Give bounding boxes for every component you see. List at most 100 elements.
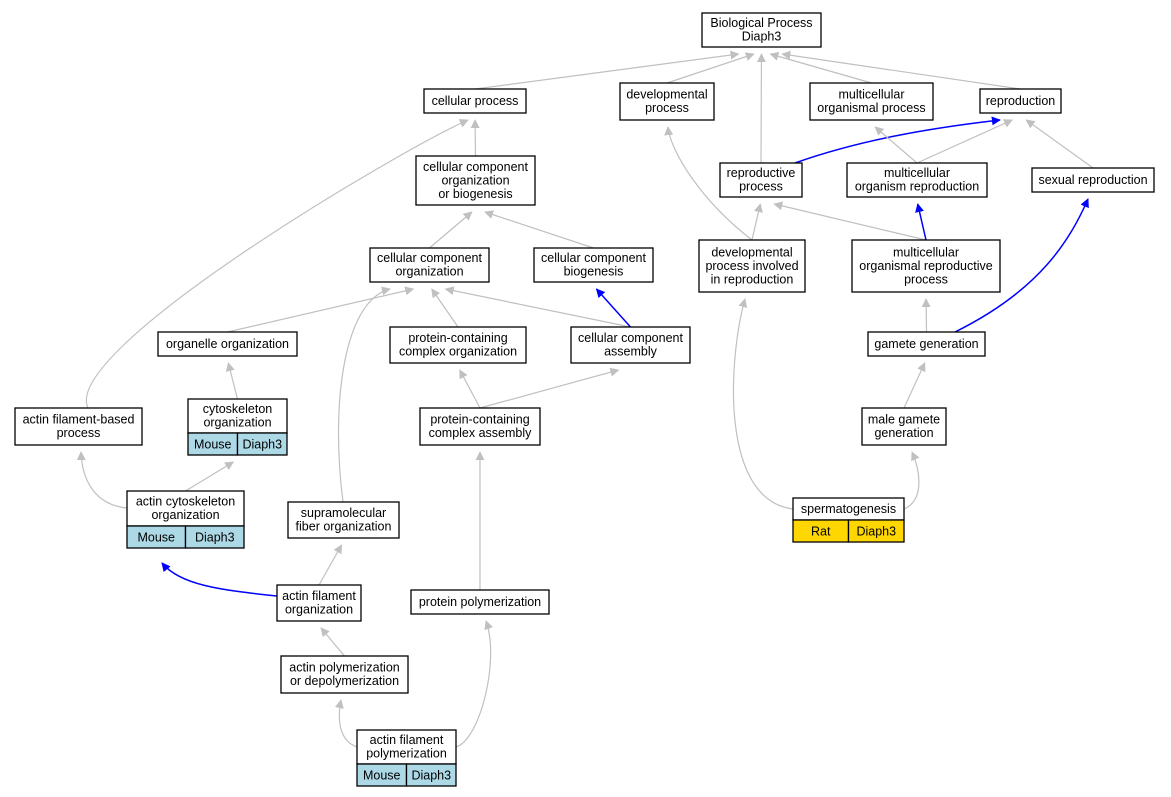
node-label-line: cellular component xyxy=(541,251,646,265)
node-label-line: protein-containing xyxy=(430,413,529,427)
badge-label: Diaph3 xyxy=(195,531,235,545)
node-label-line: male gamete xyxy=(868,413,940,427)
edge-dev_proc_reproduction-to-reproductive_process xyxy=(751,203,763,241)
node-label-line: process involved xyxy=(705,259,798,273)
node-label-line: cytoskeleton xyxy=(203,402,273,416)
node-box xyxy=(701,12,822,48)
edge-protein_complex_organization-to-cc_organization xyxy=(431,288,459,328)
node-label-line: organismal reproductive xyxy=(859,259,992,273)
node-label-line: cellular component xyxy=(578,331,683,345)
node-label-line: organismal process xyxy=(817,101,925,115)
edge-actin_poly_depoly-to-actin_filament_organization xyxy=(320,627,345,657)
edge-cc_assembly-to-cc_biogenesis xyxy=(595,288,632,328)
node-cellular-process: cellular process xyxy=(423,88,527,114)
node-box xyxy=(187,398,288,434)
badge-label: Diaph3 xyxy=(856,525,896,539)
edge-cc_organization-to-cc_org_biogenesis xyxy=(429,211,473,249)
node-box xyxy=(126,490,245,527)
edge-actin_filament_polymerization-to-actin_poly_depoly xyxy=(335,699,358,748)
species-badge: Mouse xyxy=(356,763,408,787)
node-label-line: in reproduction xyxy=(711,272,794,286)
node-label-line: multicellular xyxy=(884,166,950,180)
node-box xyxy=(157,331,298,357)
species-badge: Mouse xyxy=(126,525,187,549)
node-label-line: actin filament xyxy=(370,733,444,747)
node-label-line: protein-containing xyxy=(408,331,507,345)
edge-actin_filament_based_process-to-cellular_process xyxy=(85,119,469,409)
node-label-line: actin filament-based xyxy=(23,413,135,427)
edge-actin_filament_organization-to-supramolecular_fiber_organization xyxy=(318,544,343,586)
node-label-line: organization xyxy=(441,173,509,187)
node-label-line: organization xyxy=(395,265,463,279)
edge-multicellular_organismal_process-to-bp xyxy=(769,51,872,84)
node-box xyxy=(570,326,691,364)
edge-cellular_process-to-bp xyxy=(474,50,740,90)
node-label-line: or depolymerization xyxy=(290,674,399,688)
edge-spermatogenesis-to-dev_proc_reproduction xyxy=(732,298,794,510)
edge-reproduction-to-bp xyxy=(781,50,1021,90)
edge-organelle_organization-to-cc_organization xyxy=(227,286,415,333)
species-badge: Mouse xyxy=(187,432,239,456)
node-box xyxy=(861,407,947,446)
edge-protein_complex_assembly-to-cc_assembly xyxy=(479,367,620,409)
node-protein-polymerization: protein polymerization xyxy=(410,589,550,615)
node-label-line: Biological Process xyxy=(710,16,812,30)
badge-label: Mouse xyxy=(363,769,401,783)
node-box xyxy=(619,82,715,121)
badge-label: Rat xyxy=(811,525,831,539)
node-box xyxy=(719,162,803,198)
edge-supramolecular_fiber_organization-to-cc_organization xyxy=(337,286,391,503)
node-label-line: reproduction xyxy=(986,94,1056,108)
node-gamete-generation: gamete generation xyxy=(867,331,986,357)
node-label-line: complex assembly xyxy=(429,426,533,440)
node-box xyxy=(533,247,654,283)
node-label-line: biogenesis xyxy=(564,265,624,279)
gene-badge: Diaph3 xyxy=(847,519,905,543)
node-label-line: process xyxy=(57,426,101,440)
node-label-line: developmental xyxy=(626,88,707,102)
edge-male_gamete_generation-to-gamete_generation xyxy=(903,362,926,409)
node-label-line: process xyxy=(645,101,689,115)
node-box xyxy=(287,501,400,539)
node-box xyxy=(979,88,1062,114)
node-label-line: developmental xyxy=(711,245,792,259)
node-label-line: gamete generation xyxy=(874,337,978,351)
node-label-line: generation xyxy=(874,426,933,440)
node-sexual-reproduction: sexual reproduction xyxy=(1031,167,1155,193)
edge-actin_cytoskeleton_organization-to-cytoskeleton_organization xyxy=(185,461,235,492)
node-label-line: cellular component xyxy=(377,251,482,265)
node-label-line: cellular process xyxy=(432,94,519,108)
node-label-line: actin filament xyxy=(282,589,356,603)
node-box xyxy=(809,82,934,121)
node-box xyxy=(415,155,536,206)
badge-label: Diaph3 xyxy=(411,769,451,783)
gene-badge: Diaph3 xyxy=(236,432,288,456)
node-box xyxy=(846,162,988,198)
edge-reproductive_process-to-reproduction xyxy=(794,116,1001,164)
node-reproduction: reproduction xyxy=(979,88,1062,114)
edge-actin_filament_polymerization-to-protein_polymerization xyxy=(455,620,493,748)
node-label-line: organelle organization xyxy=(166,337,289,351)
node-label-line: sexual reproduction xyxy=(1038,173,1147,187)
node-label-line: assembly xyxy=(604,345,658,359)
edge-developmental_process-to-bp xyxy=(666,52,755,84)
badge-label: Mouse xyxy=(194,438,232,452)
edge-gamete_generation-to-sexual_reproduction xyxy=(954,198,1089,333)
edge-actin_cytoskeleton_organization-to-actin_filament_based_process xyxy=(76,451,128,509)
node-box xyxy=(423,88,527,114)
node-label-line: actin polymerization xyxy=(289,661,400,675)
